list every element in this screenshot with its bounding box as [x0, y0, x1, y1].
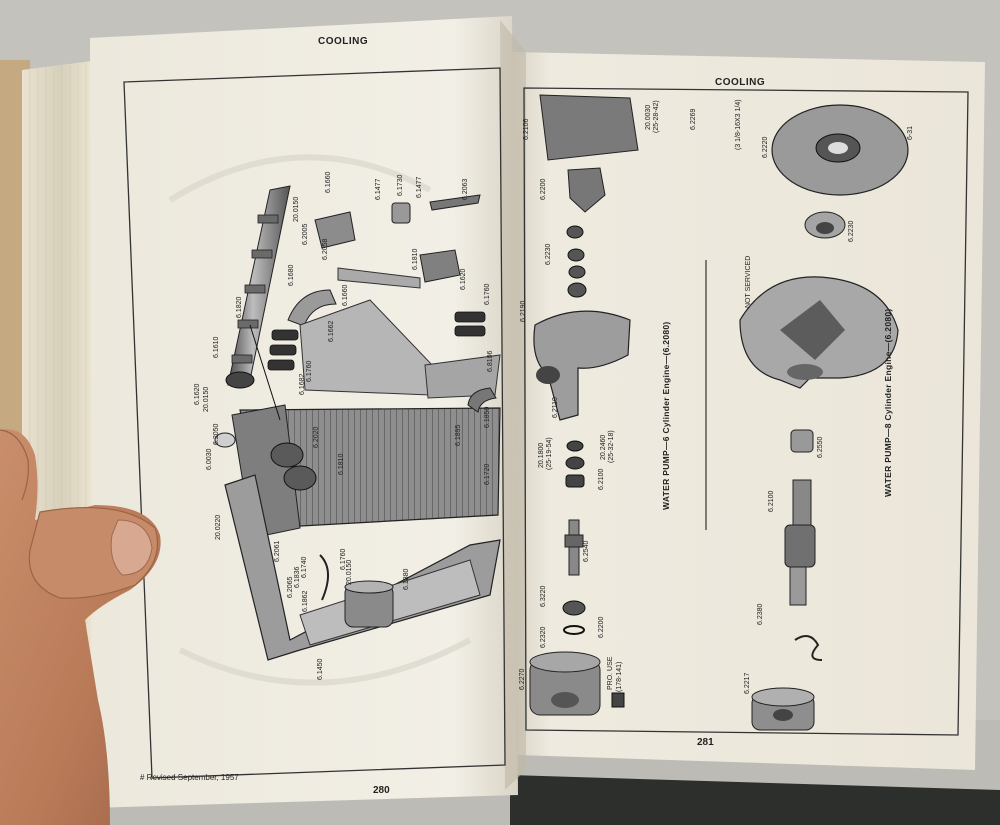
part-label: 6.1620 [194, 383, 201, 405]
part-label: 20.0150 [293, 196, 300, 222]
part-label: 6.2110 [552, 397, 559, 418]
part-label: 6.1820 [236, 296, 243, 318]
part-label: 6.2063 [462, 178, 469, 200]
part-label: 6.2061 [274, 540, 281, 562]
caption-6-cylinder: WATER PUMP—6 Cylinder Engine—(6.2080) [661, 321, 671, 510]
part-label: 6.1620 [460, 268, 467, 290]
part-label: 6.2550 [817, 436, 824, 458]
right-page-frame [523, 87, 969, 736]
part-label: 6.1740 [301, 556, 308, 578]
part-label: PRO. USE [607, 656, 614, 690]
part-label: 20.0220 [215, 514, 222, 540]
part-label: 6.0030 [206, 448, 213, 470]
part-label: 6.1662 [328, 320, 335, 342]
part-label: 6.1682 [299, 373, 306, 395]
part-label: 6.1760 [306, 360, 313, 382]
part-label: 6.2269 [690, 108, 697, 130]
part-label: 6.1880 [403, 568, 410, 590]
part-label: 6.2050 [213, 423, 220, 445]
part-label: 6.2540 [583, 540, 590, 562]
part-label: 6.2200 [598, 616, 605, 638]
part-label: 6.2005 [302, 223, 309, 245]
part-label: 6.1680 [288, 264, 295, 286]
left-page-number: 280 [373, 785, 390, 796]
part-label: 6.2380 [757, 603, 764, 625]
part-label: (178-141) [616, 661, 623, 692]
part-label: 20.1800 [538, 442, 545, 468]
part-label: 6.2190 [520, 300, 527, 322]
part-label: 6.2100 [768, 490, 775, 512]
part-label: 6.2100 [598, 468, 605, 490]
part-label: 6.2230 [848, 220, 855, 242]
part-label: 6.1850 [484, 406, 491, 428]
part-label: 6.2065 [287, 576, 294, 598]
part-label: 6.2230 [545, 243, 552, 265]
right-page-number: 281 [697, 737, 714, 748]
part-label: 6.1450 [317, 658, 324, 680]
part-label: 6.1477 [375, 178, 382, 200]
water-pump-8-illustration [739, 104, 909, 731]
part-label: (3 1/8-16X3 1/4) [735, 99, 742, 150]
part-label: 6.1660 [342, 284, 349, 306]
part-label: 6-31 [907, 125, 914, 140]
part-label: 6.2020 [313, 426, 320, 448]
part-label: 6.1730 [397, 174, 404, 196]
part-label: 6.2270 [519, 668, 526, 690]
revision-note: # Revised September, 1957 [140, 773, 239, 782]
part-label: (25-28-42) [653, 100, 660, 133]
part-label: 6.1862 [302, 590, 309, 612]
caption-8-cylinder: WATER PUMP—8 Cylinder Engine—(6.2080) [883, 308, 893, 497]
part-label: 6.1895 [455, 424, 462, 446]
hand [0, 429, 161, 825]
part-label: 20.2460 [600, 434, 607, 460]
right-page [512, 52, 985, 770]
part-label: 6.2320 [540, 626, 547, 648]
part-label: 6.2058 [322, 238, 329, 260]
part-label: 6.8106 [487, 350, 494, 372]
part-label: 6.1810 [338, 453, 345, 475]
water-pump-6-illustration [529, 94, 639, 716]
radiator-illustration [214, 185, 501, 661]
left-page-header: COOLING [318, 36, 369, 47]
part-label: 6.1660 [325, 171, 332, 193]
right-page-header: COOLING [715, 77, 766, 88]
part-label: 20.0150 [203, 386, 210, 412]
part-label: 6.1760 [484, 283, 491, 305]
part-label: 6.2200 [540, 178, 547, 200]
part-label: 6.1477 [416, 176, 423, 198]
part-label: 6.2217 [744, 672, 751, 694]
part-label: 6.1836 [294, 566, 301, 588]
part-label: 20.0150 [346, 559, 353, 585]
part-label: 6.1720 [484, 463, 491, 485]
not-serviced-label: NOT SERVICED [745, 255, 752, 308]
book-cover [510, 775, 1000, 825]
part-label: 6.3220 [540, 585, 547, 607]
part-label: 6.1610 [213, 336, 220, 358]
part-label: (25-19-54) [546, 437, 553, 470]
part-label: 6.1810 [412, 248, 419, 270]
part-label: 6.2220 [762, 136, 769, 158]
part-label: 6.2106 [523, 118, 530, 140]
part-label: 20.0030 [645, 104, 652, 130]
part-label: (25-32-18) [608, 430, 615, 463]
